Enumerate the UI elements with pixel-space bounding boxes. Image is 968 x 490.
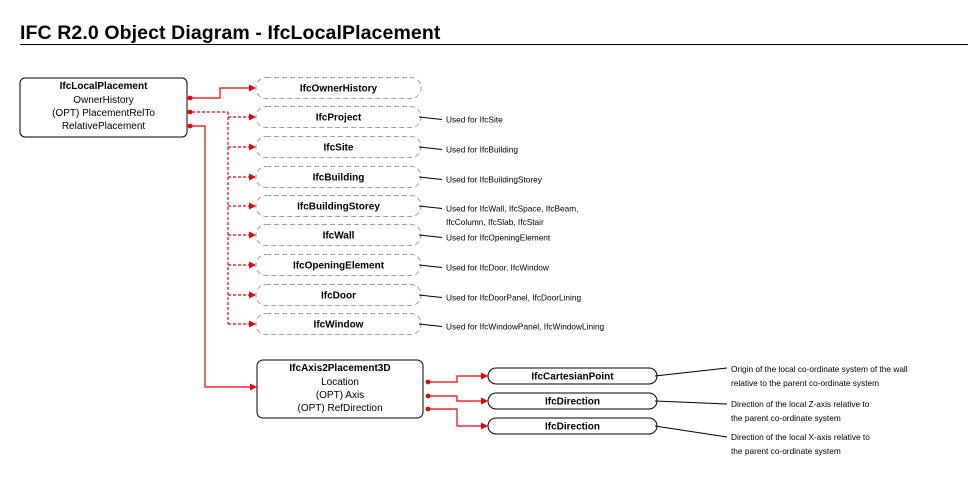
relativeplacement-arrow-head	[250, 383, 257, 391]
placementrelto-arrow-head	[249, 113, 256, 121]
axis-connector	[426, 375, 482, 383]
usage-note: Used for IfcDoor, IfcWindow	[446, 263, 550, 273]
note-leader-line	[418, 176, 443, 180]
usage-note: Used for IfcBuilding	[446, 145, 518, 155]
ifcaxis2placement3d-title: IfcAxis2Placement3D	[289, 363, 390, 374]
placementrelto-arrow-head	[249, 231, 256, 239]
axis-relation-dot	[425, 406, 431, 412]
placementrelto-relation-dot	[187, 109, 193, 115]
ownerhistory-relation-dot	[187, 95, 193, 101]
ifclocalplacement-title: IfcLocalPlacement	[60, 81, 148, 92]
usage-note: Used for IfcSite	[446, 115, 503, 125]
axis-child-name: IfcDirection	[545, 422, 600, 433]
note-leader-line	[418, 205, 443, 209]
ifclocalplacement-attribute: (OPT) PlacementRelTo	[52, 108, 155, 119]
usage-note: IfcColumn, IfcSlab, IfcStair	[446, 217, 544, 227]
relativeplacement-connector	[187, 125, 250, 388]
note-leader-line	[418, 116, 443, 120]
entity-name: IfcBuildingStorey	[297, 202, 380, 213]
ownerhistory-connector	[187, 87, 250, 99]
axis-child-name: IfcCartesianPoint	[531, 372, 614, 383]
placementrelto-arrow-head	[249, 291, 256, 299]
ifcaxis2placement3d-attribute: (OPT) RefDirection	[297, 403, 382, 414]
entity-name: IfcSite	[323, 143, 353, 154]
axis-arrow-head	[481, 397, 488, 405]
axis-relation-dot	[425, 379, 431, 385]
diagram-title: IFC R2.0 Object Diagram - IfcLocalPlacem…	[20, 22, 441, 44]
axis-child-note: the parent co-ordinate system	[731, 446, 841, 456]
axis-child-note: Origin of the local co-ordinate system o…	[731, 364, 908, 374]
axis-arrow-head	[481, 422, 488, 430]
usage-note: Used for IfcWall, IfcSpace, IfcBeam,	[446, 204, 579, 214]
placementrelto-arrow-head	[249, 173, 256, 181]
entity-name: IfcProject	[316, 113, 362, 124]
placementrelto-arrow-head	[249, 202, 256, 210]
note-leader-line	[654, 425, 728, 438]
ifcaxis2placement3d-attribute: Location	[321, 377, 359, 388]
ifclocalplacement-attribute: RelativePlacement	[62, 121, 146, 132]
axis-arrow-head	[481, 372, 488, 380]
ifcaxis2placement3d-box	[256, 359, 424, 419]
axis-child-note: relative to the parent co-ordinate syste…	[731, 378, 879, 388]
usage-note: Used for IfcBuildingStorey	[446, 175, 543, 185]
usage-note: Used for IfcDoorPanel, IfcDoorLining	[446, 293, 582, 303]
ifclocalplacement-attribute: OwnerHistory	[73, 95, 134, 106]
axis-child-note: Direction of the local Z-axis relative t…	[731, 399, 870, 409]
note-leader-line	[418, 146, 443, 150]
entity-name: IfcWindow	[314, 320, 364, 331]
title-underline	[20, 44, 968, 45]
axis-child-note: the parent co-ordinate system	[731, 413, 841, 423]
ownerhistory-arrow-head	[249, 84, 256, 92]
axis-child-note: Direction of the local X-axis relative t…	[731, 432, 870, 442]
relativeplacement-relation-dot	[187, 123, 193, 129]
note-leader-line	[418, 294, 443, 298]
axis-connector	[426, 408, 482, 427]
entity-name: IfcOpeningElement	[293, 261, 385, 272]
placementrelto-arrow-head	[249, 143, 256, 151]
note-leader-line	[654, 400, 728, 405]
note-leader-line	[654, 367, 728, 377]
entity-name: IfcBuilding	[313, 173, 365, 184]
ifclocalplacement-box	[19, 77, 188, 138]
axis-connector	[426, 395, 482, 402]
note-leader-line	[418, 323, 443, 327]
entity-name: IfcOwnerHistory	[300, 84, 378, 95]
note-leader-line	[418, 234, 443, 238]
entity-box	[255, 77, 422, 99]
entity-name: IfcWall	[323, 231, 355, 242]
note-leader-line	[418, 264, 443, 268]
placementrelto-arrow-head	[249, 261, 256, 269]
entity-name: IfcDoor	[321, 291, 356, 302]
ifcaxis2placement3d-attribute: (OPT) Axis	[316, 390, 364, 401]
placementrelto-arrow-head	[249, 320, 256, 328]
axis-relation-dot	[425, 393, 431, 399]
usage-note: Used for IfcWindowPanel, IfcWindowLining	[446, 322, 605, 332]
usage-note: Used for IfcOpeningElement	[446, 233, 551, 243]
axis-child-name: IfcDirection	[545, 397, 600, 408]
